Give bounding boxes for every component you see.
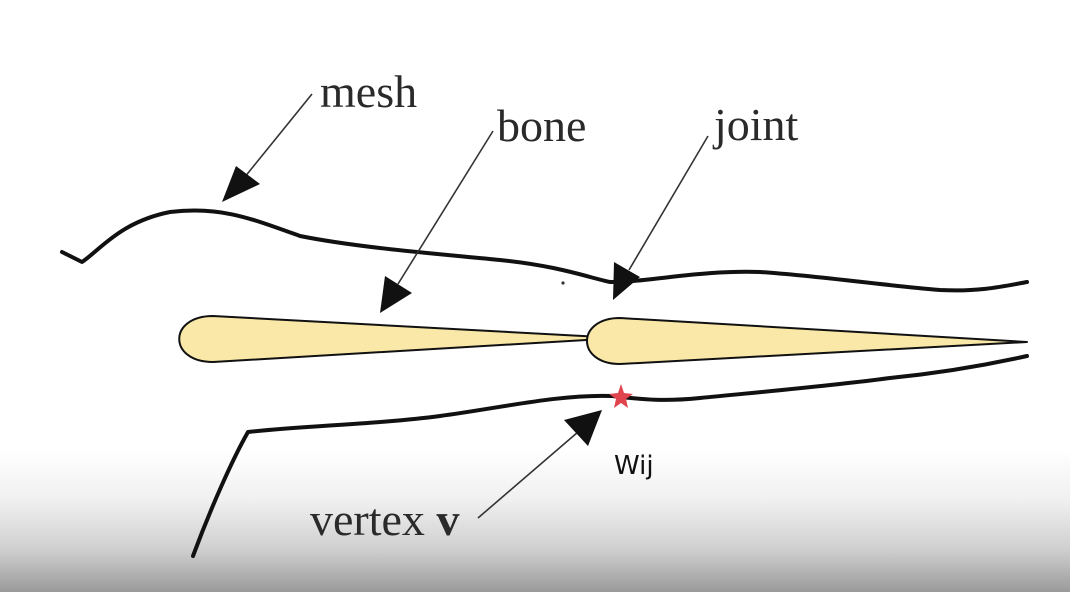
mesh-lower-outline: [191, 354, 1029, 558]
label-vertex-symbol: v: [436, 494, 459, 545]
label-vertex: vertex v: [310, 494, 459, 545]
mesh-arrowhead: [222, 166, 260, 202]
small-dot: [561, 281, 565, 285]
label-mesh: mesh: [320, 66, 417, 117]
label-vertex-prefix: vertex: [310, 494, 436, 545]
star-icon: [609, 384, 633, 408]
bone-arrowhead: [380, 276, 412, 313]
bone-right: [586, 317, 1028, 365]
vertex-leader-line: [477, 431, 579, 519]
label-bone: bone: [497, 100, 586, 151]
label-weight: Wij: [614, 451, 654, 481]
bone-left: [178, 315, 621, 363]
joint-leader-line: [628, 135, 709, 271]
joint-arrowhead: [613, 262, 640, 300]
label-joint: joint: [712, 99, 799, 150]
bone-leader-line: [397, 130, 494, 285]
mesh-leader-line: [243, 93, 313, 179]
vertex-arrowhead: [564, 410, 602, 446]
mesh-upper-outline: [60, 208, 1029, 293]
